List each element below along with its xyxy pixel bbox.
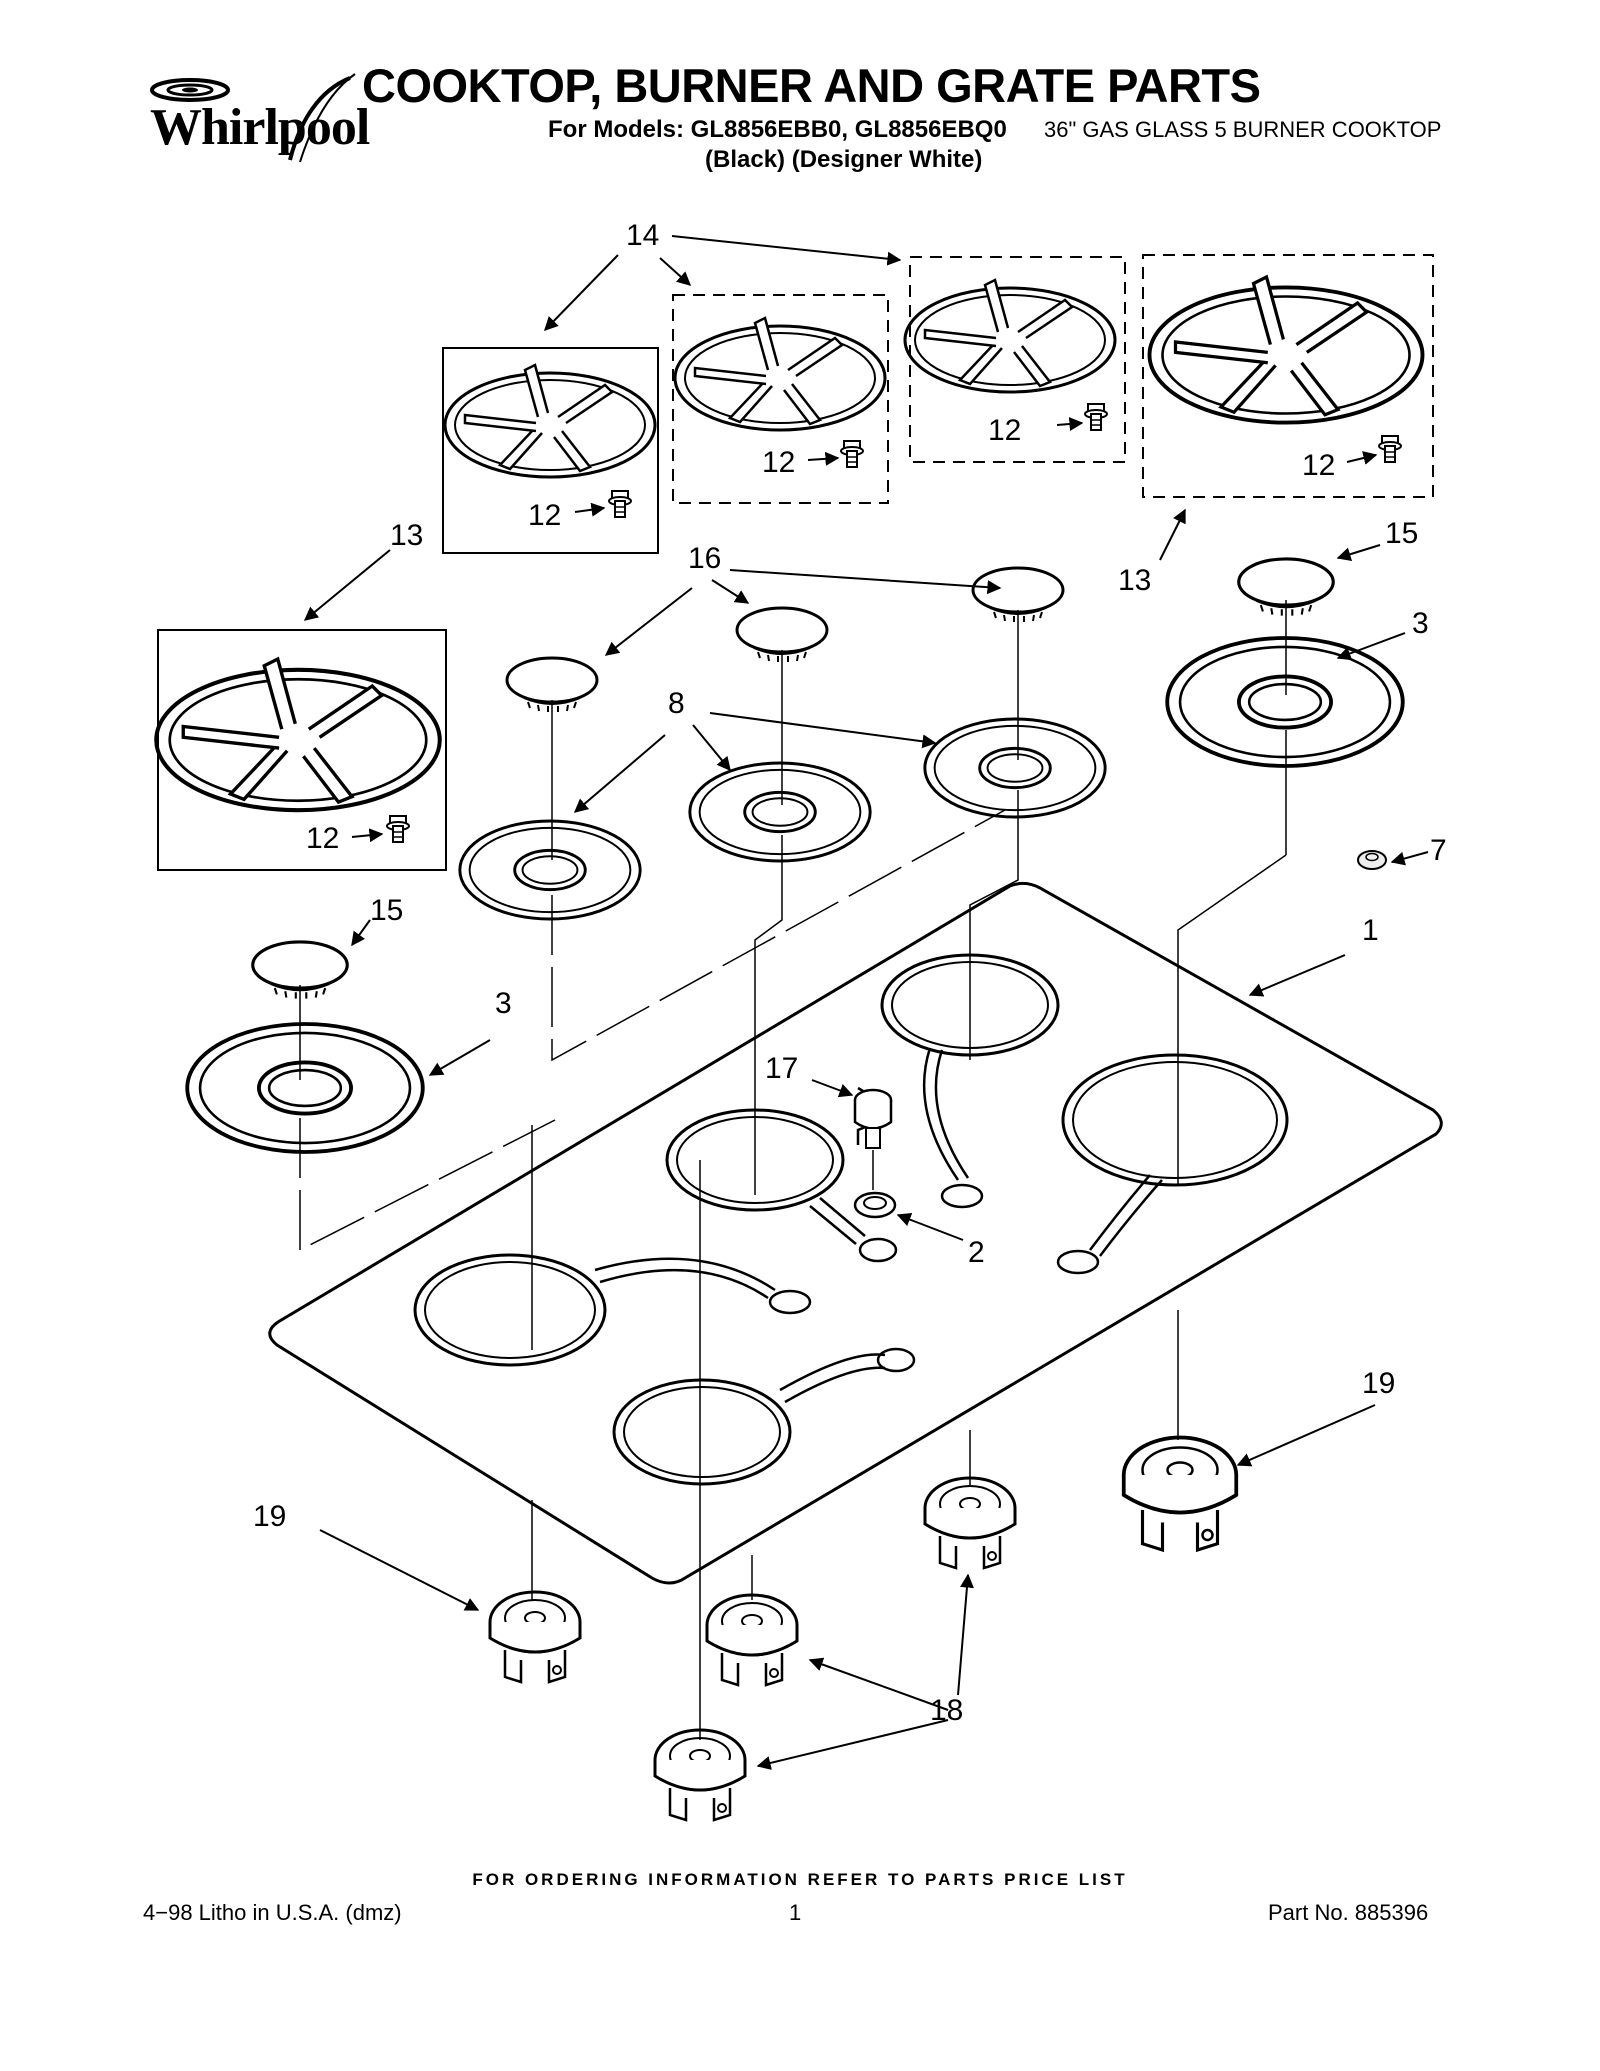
callout-16: 16 bbox=[688, 542, 721, 575]
callout-12-e: 12 bbox=[306, 822, 339, 855]
callout-19-b: 19 bbox=[253, 1500, 286, 1533]
callout-15-a: 15 bbox=[1385, 517, 1418, 550]
callout-8: 8 bbox=[668, 687, 685, 720]
whirlpool-logo-icon: Whirlpool bbox=[150, 70, 380, 170]
brand-name: Whirlpool bbox=[150, 99, 370, 156]
callout-7: 7 bbox=[1430, 834, 1447, 867]
callout-12-d: 12 bbox=[1302, 449, 1335, 482]
callout-2: 2 bbox=[968, 1236, 985, 1269]
color-variants: (Black) (Designer White) bbox=[705, 146, 983, 173]
callout-13-a: 13 bbox=[390, 519, 423, 552]
litho-note: 4−98 Litho in U.S.A. (dmz) bbox=[143, 1900, 402, 1925]
callout-19-a: 19 bbox=[1362, 1367, 1395, 1400]
callout-15-b: 15 bbox=[370, 894, 403, 927]
models-line: For Models: GL8856EBB0, GL8856EBQ0 bbox=[548, 116, 1007, 143]
page-title: COOKTOP, BURNER AND GRATE PARTS bbox=[362, 59, 1261, 112]
callout-17: 17 bbox=[765, 1052, 798, 1085]
callout-1: 1 bbox=[1362, 914, 1379, 947]
callout-12-b: 12 bbox=[762, 446, 795, 479]
page-number: 1 bbox=[789, 1900, 802, 1925]
logo-swirl-icon bbox=[150, 73, 356, 163]
ordering-note: FOR ORDERING INFORMATION REFER TO PARTS … bbox=[472, 1870, 1128, 1889]
product-description: 36" GAS GLASS 5 BURNER COOKTOP bbox=[1044, 117, 1442, 142]
callout-13-b: 13 bbox=[1118, 564, 1151, 597]
callout-12-c: 12 bbox=[988, 414, 1021, 447]
part-number: Part No. 885396 bbox=[1268, 1900, 1429, 1925]
callout-18: 18 bbox=[930, 1694, 963, 1727]
callout-14: 14 bbox=[626, 219, 659, 252]
callout-3-a: 3 bbox=[1412, 607, 1429, 640]
callout-3-b: 3 bbox=[495, 987, 512, 1020]
callout-12-a: 12 bbox=[528, 499, 561, 532]
